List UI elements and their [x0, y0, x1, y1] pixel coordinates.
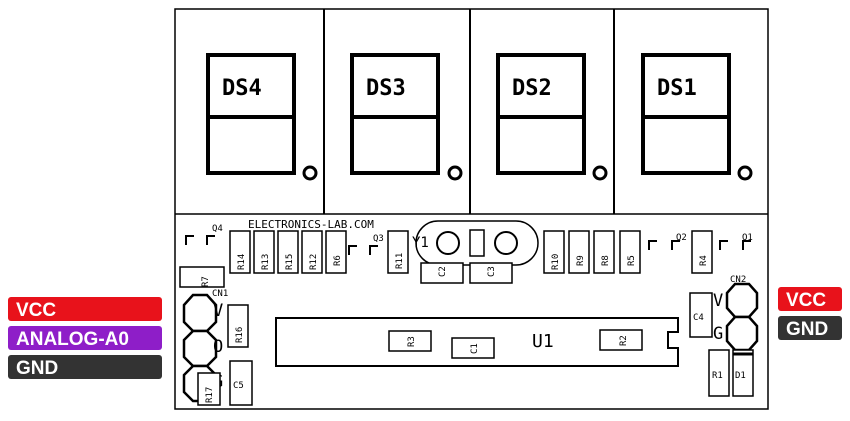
resistor-label: R5: [627, 255, 637, 266]
tag-left-gnd: GND: [8, 355, 162, 379]
tag-right-gnd: GND: [778, 316, 842, 340]
transistor-label: Q1: [742, 233, 753, 243]
tag-text: GND: [16, 358, 58, 379]
resistor-label: R7: [201, 276, 211, 287]
transistor-label: Q3: [373, 234, 384, 244]
resistor-label: R15: [285, 254, 295, 270]
resistor-label: R16: [235, 327, 245, 343]
display-ds4: DS4: [206, 53, 318, 181]
pin-label: V: [713, 291, 723, 311]
cap-label: C3: [487, 266, 497, 277]
tag-left-vcc: VCC: [8, 297, 162, 321]
pin-label: O: [213, 337, 223, 357]
transistor-label: Q2: [676, 233, 687, 243]
display-label: DS2: [512, 76, 552, 101]
display-ds1: DS1: [641, 53, 753, 181]
resistor-label: R11: [395, 253, 405, 269]
tag-text: GND: [786, 319, 828, 340]
display-label: DS1: [657, 76, 697, 101]
cap-label: C5: [233, 381, 244, 391]
crystal-label: Y1: [412, 235, 429, 251]
resistor-label: R1: [712, 371, 723, 381]
resistor-label: R3: [407, 336, 417, 347]
ic-label: U1: [532, 331, 554, 352]
resistor-label: R2: [619, 335, 629, 346]
resistor-label: R12: [309, 254, 319, 270]
display-label: DS4: [222, 76, 262, 101]
pin-label: G: [713, 324, 723, 344]
resistor-label: R8: [601, 255, 611, 266]
silkscreen-label: ELECTRONICS-LAB.COM: [248, 218, 374, 231]
crystal-y1: Y1: [412, 220, 539, 266]
pin-label: V: [213, 301, 223, 321]
cap-label: C1: [470, 343, 480, 354]
display-ds3: DS3: [350, 53, 463, 181]
resistor-label: R14: [237, 254, 247, 270]
resistor-label: R10: [551, 254, 561, 270]
cap-label: C2: [438, 266, 448, 277]
tag-text: VCC: [786, 290, 826, 311]
connector-label: CN2: [730, 275, 746, 285]
tag-text: ANALOG-A0: [16, 329, 129, 350]
resistor-label: R6: [333, 255, 343, 266]
tag-left-analog: ANALOG-A0: [8, 326, 162, 350]
cap-label: C4: [693, 313, 704, 323]
tag-text: VCC: [16, 300, 56, 321]
display-ds2: DS2: [496, 53, 608, 181]
connector-label: CN1: [212, 289, 228, 299]
resistor-label: R13: [261, 254, 271, 270]
resistor-label: R9: [576, 255, 586, 266]
transistor-label: Q4: [212, 224, 223, 234]
resistor-label: R17: [205, 387, 215, 403]
resistor-label: R4: [699, 255, 709, 266]
diode-label: D1: [735, 371, 746, 381]
tag-right-vcc: VCC: [778, 287, 842, 311]
display-label: DS3: [366, 76, 406, 101]
